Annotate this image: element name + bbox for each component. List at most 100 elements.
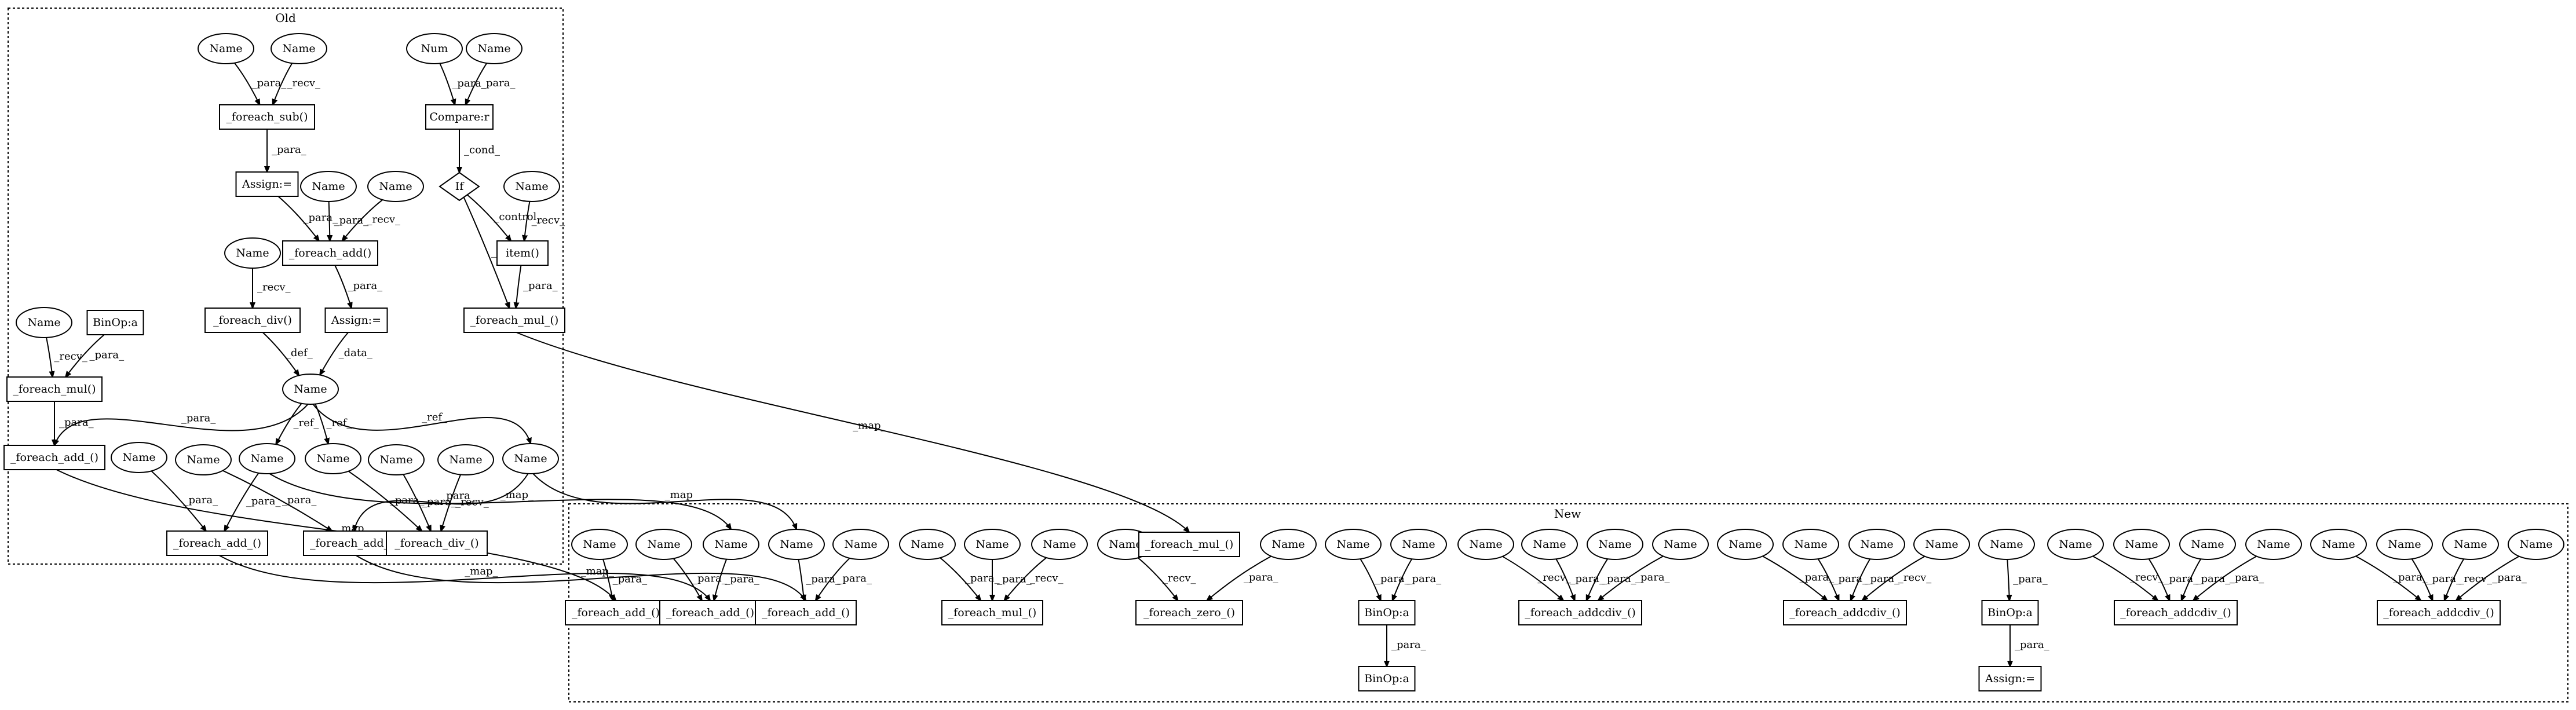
node-o22[interactable]: _foreach_add_() <box>3 445 105 470</box>
node-o32[interactable]: _foreach_div_() <box>386 530 488 556</box>
edge-line <box>348 470 422 531</box>
node-n36[interactable]: Name <box>2179 529 2236 560</box>
node-n11[interactable]: Name <box>1031 529 1088 560</box>
node-n39[interactable]: Name <box>2310 529 2367 560</box>
node-n3[interactable]: Name <box>703 529 759 560</box>
node-n32[interactable]: BinOp:a <box>1981 600 2039 625</box>
node-n4[interactable]: Name <box>768 529 825 560</box>
node-n7[interactable]: _foreach_add_() <box>659 600 761 625</box>
node-n43[interactable]: _foreach_addcdiv_() <box>2377 600 2501 625</box>
edge-line <box>466 63 488 105</box>
node-n29[interactable]: Name <box>1913 529 1970 560</box>
node-o27[interactable]: Name <box>175 444 232 475</box>
node-o9[interactable]: Name <box>224 237 281 269</box>
node-o18[interactable]: _foreach_mul_() <box>463 308 565 333</box>
node-n1[interactable]: Name <box>571 529 628 560</box>
node-n40[interactable]: Name <box>2376 529 2433 560</box>
node-o8[interactable]: Assign:= <box>324 308 388 333</box>
node-n37[interactable]: Name <box>2245 529 2302 560</box>
node-n18[interactable]: Name <box>1390 529 1447 560</box>
node-n12[interactable]: _foreach_mul_() <box>941 600 1043 625</box>
node-n27[interactable]: Name <box>1782 529 1839 560</box>
node-o5[interactable]: Name <box>300 171 357 202</box>
node-n24[interactable]: Name <box>1652 529 1709 560</box>
node-o13[interactable]: Name <box>466 33 522 64</box>
edge-label: _para_ <box>422 496 456 508</box>
node-n41[interactable]: Name <box>2442 529 2499 560</box>
node-o21[interactable]: _foreach_mul() <box>6 376 103 402</box>
edge-line <box>1762 555 1828 601</box>
node-n28[interactable]: Name <box>1848 529 1905 560</box>
edge-label: _para_ <box>1407 573 1442 585</box>
node-o16[interactable]: Name <box>503 171 560 202</box>
node-o12[interactable]: Num <box>406 33 463 64</box>
node-o26[interactable]: Name <box>502 443 559 474</box>
edge-line <box>441 474 462 531</box>
node-o7[interactable]: _foreach_add() <box>282 240 378 266</box>
edge-n27-n30: _para_ <box>1817 558 1868 601</box>
edge-line <box>1004 557 1047 601</box>
edge-line <box>1555 558 1574 601</box>
node-label: Name <box>449 453 482 466</box>
edge-label: _para_ <box>1800 572 1835 584</box>
node-n8[interactable]: _foreach_add_() <box>755 600 857 625</box>
node-n5[interactable]: Name <box>832 529 889 560</box>
node-n10[interactable]: Name <box>964 529 1021 560</box>
node-o28[interactable]: Name <box>368 444 425 475</box>
node-shape <box>703 529 759 560</box>
node-n33[interactable]: Assign:= <box>1978 666 2042 691</box>
node-n2[interactable]: Name <box>635 529 692 560</box>
edge-line <box>354 473 529 531</box>
edge-label: _para_ <box>246 495 281 507</box>
node-n20[interactable]: BinOp:a <box>1358 666 1416 691</box>
node-shape <box>1358 666 1416 691</box>
node-label: Assign:= <box>242 178 292 191</box>
node-shape <box>282 374 339 405</box>
node-n15[interactable]: Name <box>1260 529 1317 560</box>
node-o3[interactable]: _foreach_sub() <box>219 104 315 130</box>
node-n9[interactable]: Name <box>899 529 956 560</box>
edge-line <box>219 555 711 601</box>
node-label: Name <box>2454 538 2487 551</box>
node-o24[interactable]: Name <box>239 443 295 474</box>
node-o17[interactable]: item() <box>496 240 549 266</box>
node-o6[interactable]: Name <box>367 171 424 202</box>
node-o20[interactable]: BinOp:a <box>86 310 144 335</box>
edge-o5-o7: _para_ <box>329 201 368 241</box>
node-o19[interactable]: Name <box>16 307 72 338</box>
node-shape <box>964 529 1021 560</box>
node-n14[interactable]: _foreach_mul_() <box>1138 532 1240 557</box>
node-o2[interactable]: Name <box>271 33 327 64</box>
node-n25[interactable]: _foreach_addcdiv_() <box>1518 600 1642 625</box>
node-o14[interactable]: Compare:r <box>425 104 494 130</box>
node-o15[interactable]: If <box>439 171 480 202</box>
node-o29[interactable]: Name <box>437 444 494 475</box>
node-n23[interactable]: Name <box>1587 529 1643 560</box>
node-n21[interactable]: Name <box>1457 529 1514 560</box>
node-n22[interactable]: Name <box>1521 529 1578 560</box>
node-o1[interactable]: Name <box>198 33 254 64</box>
node-n17[interactable]: Name <box>1325 529 1382 560</box>
edge-label: _para_ <box>1865 573 1900 585</box>
node-o23[interactable]: Name <box>111 442 167 473</box>
node-label: BinOp:a <box>1364 672 1409 685</box>
node-o30[interactable]: _foreach_add_() <box>166 530 268 556</box>
node-o11[interactable]: Name <box>282 374 339 405</box>
node-n26[interactable]: Name <box>1717 529 1774 560</box>
edge-n41-n43: _recv_ <box>2445 558 2492 601</box>
node-shape <box>635 529 692 560</box>
node-n34[interactable]: Name <box>2047 529 2104 560</box>
node-o25[interactable]: Name <box>305 443 361 474</box>
node-n38[interactable]: _foreach_addcdiv_() <box>2114 600 2238 625</box>
node-n35[interactable]: Name <box>2113 529 2170 560</box>
node-n31[interactable]: Name <box>1978 529 2035 560</box>
node-n30[interactable]: _foreach_addcdiv_() <box>1783 600 1907 625</box>
node-shape <box>502 443 559 474</box>
node-n16[interactable]: _foreach_zero_() <box>1135 600 1243 625</box>
node-n6[interactable]: _foreach_add_() <box>565 600 667 625</box>
node-n42[interactable]: Name <box>2508 529 2564 560</box>
node-o10[interactable]: _foreach_div() <box>204 308 301 333</box>
node-shape <box>16 307 72 338</box>
node-o4[interactable]: Assign:= <box>235 171 299 197</box>
node-n19[interactable]: BinOp:a <box>1358 600 1416 625</box>
